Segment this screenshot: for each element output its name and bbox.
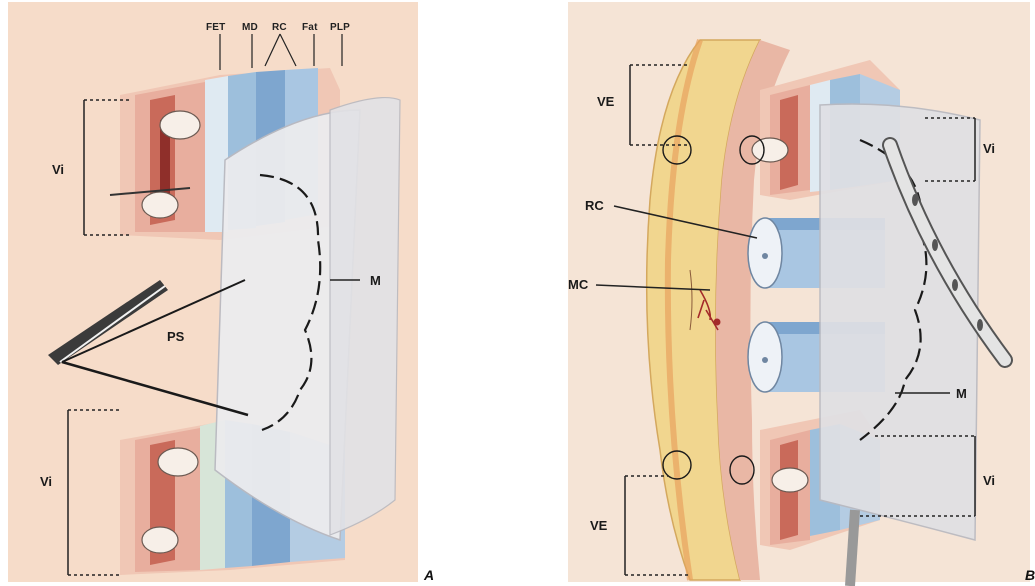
label-rc-top: RC <box>272 22 287 33</box>
label-ps: PS <box>167 329 185 344</box>
panel-a-letter: A <box>423 567 434 583</box>
label-vi-top: Vi <box>52 162 64 177</box>
label-ve-bottom: VE <box>590 518 608 533</box>
label-vi-top-b: Vi <box>983 141 995 156</box>
label-fet: FET <box>206 22 226 33</box>
label-vi-bottom: Vi <box>40 474 52 489</box>
label-m-b: M <box>956 386 967 401</box>
label-plp: PLP <box>330 22 350 33</box>
label-mc: MC <box>568 277 589 292</box>
panel-a: FET MD RC Fat PLP Vi Vi M PS A <box>8 2 434 583</box>
label-fat: Fat <box>302 22 318 33</box>
label-m: M <box>370 273 381 288</box>
label-rc: RC <box>585 198 604 213</box>
label-vi-bottom-b: Vi <box>983 473 995 488</box>
label-md: MD <box>242 22 258 33</box>
panel-b-letter: B <box>1025 567 1035 583</box>
panel-b: VE VE Vi Vi RC MC M B <box>568 2 1035 586</box>
panel-a-mesh <box>215 98 400 540</box>
label-ve-top: VE <box>597 94 615 109</box>
